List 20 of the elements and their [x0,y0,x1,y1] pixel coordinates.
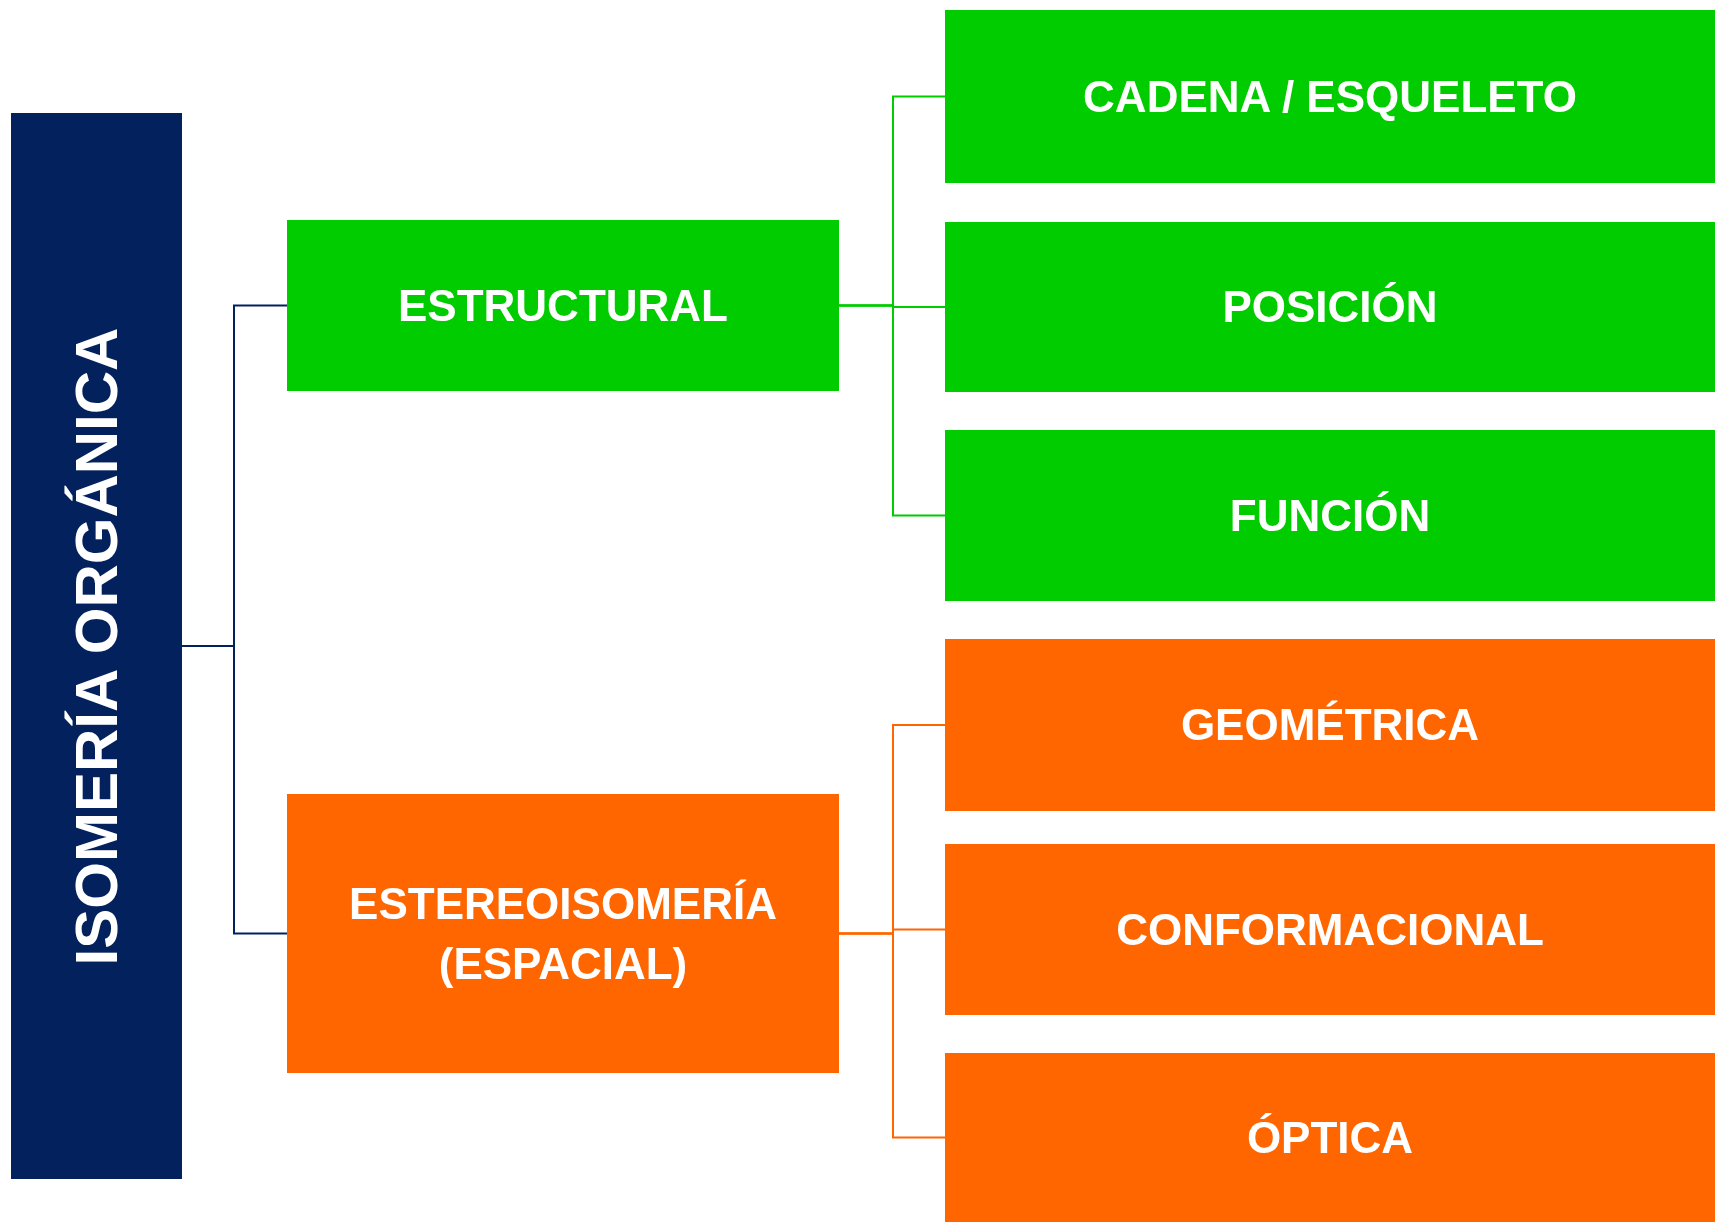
category-box [945,639,1715,811]
category-label: ÓPTICA [1246,1111,1414,1164]
category-label: GEOMÉTRICA [1180,699,1480,752]
category-box [945,10,1715,183]
vertical-title: ISOMERÍA ORGÁNICA [62,327,131,965]
category-label: POSICIÓN [1222,281,1438,334]
category-box [287,220,839,391]
category-label: ESTEREOISOMERÍA (ESPACIAL) [348,878,778,990]
category-box [945,844,1715,1015]
category-label: CADENA / ESQUELETO [1083,70,1577,123]
title-bar [11,113,182,1179]
category-label: FUNCIÓN [1229,489,1431,542]
category-box [945,1053,1715,1222]
connector-line [838,932,946,1139]
category-label: ESTRUCTURAL [398,279,728,332]
category-box [945,430,1715,601]
category-label: CONFORMACIONAL [1116,903,1544,956]
connector-line [838,304,946,517]
category-box [287,794,839,1073]
category-box [945,222,1715,392]
